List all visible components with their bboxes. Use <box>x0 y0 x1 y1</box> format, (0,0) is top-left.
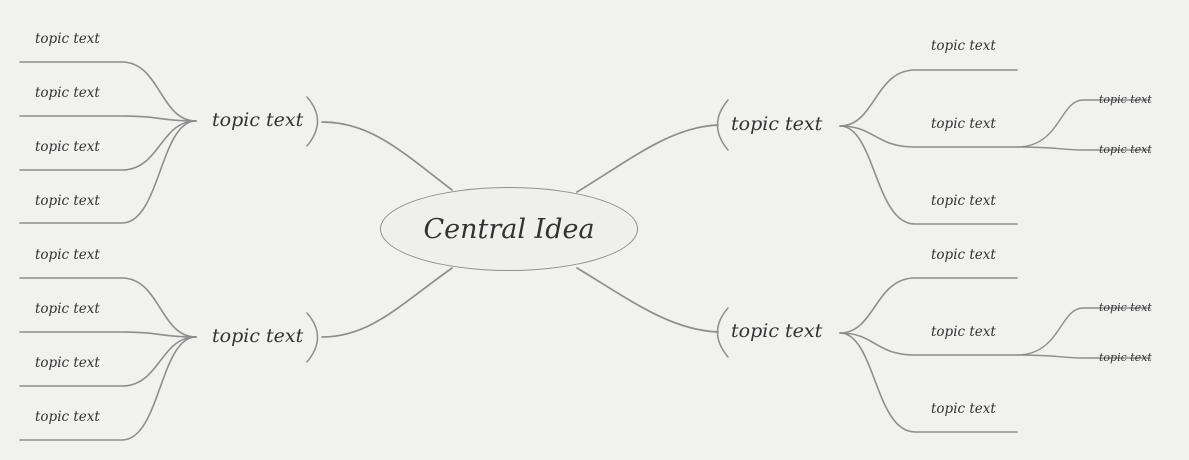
connector-left-bottom-4 <box>19 336 197 441</box>
bracket-left-top <box>306 96 319 147</box>
connector-right-bottom-1 <box>839 277 1018 334</box>
subtopic-left-bottom-3[interactable]: topic text <box>35 355 100 371</box>
subtopic-left-top-2[interactable]: topic text <box>35 85 100 101</box>
connector-central-right-top <box>576 124 719 193</box>
connector-left-bottom-2 <box>19 331 197 338</box>
subtopic-right-bottom-2[interactable]: topic text <box>931 324 996 340</box>
subtopic-right-bottom-1[interactable]: topic text <box>931 247 996 263</box>
bracket-right-bottom <box>716 307 729 358</box>
connector-left-top-4 <box>19 120 197 224</box>
subtopic-right-top-1[interactable]: topic text <box>931 38 996 54</box>
connector-right-bottom-3 <box>839 332 1018 433</box>
connector-subsub-right-top-2 <box>1016 146 1151 151</box>
bracket-left-bottom <box>306 312 319 363</box>
bracket-right-top <box>716 99 729 151</box>
main-topic-right-bottom[interactable]: topic text <box>731 320 823 342</box>
connector-subsub-right-bottom-2 <box>1016 354 1151 359</box>
main-topic-left-bottom[interactable]: topic text <box>212 325 304 347</box>
connector-subsub-right-bottom-1 <box>1016 307 1151 356</box>
connector-left-bottom-1 <box>19 277 197 338</box>
subsubtopic-right-bottom-1[interactable]: topic text <box>1099 301 1152 314</box>
main-topic-right-top[interactable]: topic text <box>731 113 823 135</box>
connector-right-top-1 <box>839 69 1018 127</box>
subsubtopic-right-top-1[interactable]: topic text <box>1099 93 1152 106</box>
subtopic-left-bottom-1[interactable]: topic text <box>35 247 100 263</box>
connector-right-top-3 <box>839 125 1018 225</box>
connector-right-top-2 <box>839 125 1018 148</box>
central-idea-node[interactable]: Central Idea <box>380 187 638 271</box>
central-idea-label: Central Idea <box>423 213 595 245</box>
main-topic-left-top[interactable]: topic text <box>212 109 304 131</box>
subtopic-left-bottom-2[interactable]: topic text <box>35 301 100 317</box>
subtopic-left-bottom-4[interactable]: topic text <box>35 409 100 425</box>
subsubtopic-right-top-2[interactable]: topic text <box>1099 143 1152 156</box>
connector-left-bottom-3 <box>19 336 197 387</box>
connector-subsub-right-top-1 <box>1016 99 1151 148</box>
subtopic-left-top-4[interactable]: topic text <box>35 193 100 209</box>
connector-central-left-top <box>321 121 453 191</box>
connector-right-bottom-2 <box>839 332 1018 356</box>
subsubtopic-right-bottom-2[interactable]: topic text <box>1099 351 1152 364</box>
connector-central-left-bottom <box>321 267 453 338</box>
connector-left-top-3 <box>19 120 197 171</box>
subtopic-left-top-3[interactable]: topic text <box>35 139 100 155</box>
connector-left-top-1 <box>19 61 197 122</box>
connector-left-top-2 <box>19 115 197 122</box>
subtopic-right-bottom-3[interactable]: topic text <box>931 401 996 417</box>
subtopic-left-top-1[interactable]: topic text <box>35 31 100 47</box>
connector-central-right-bottom <box>576 267 719 333</box>
subtopic-right-top-2[interactable]: topic text <box>931 116 996 132</box>
subtopic-right-top-3[interactable]: topic text <box>931 193 996 209</box>
